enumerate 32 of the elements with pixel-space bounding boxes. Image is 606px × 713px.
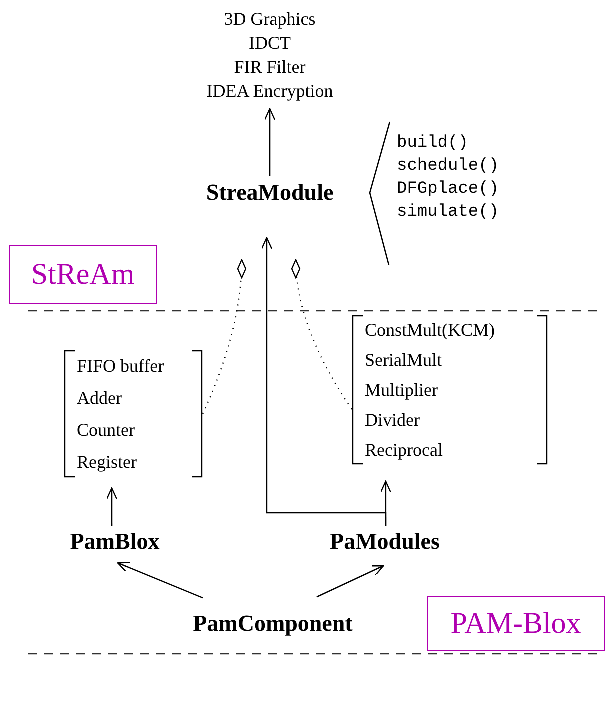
method-name: build() <box>397 133 470 155</box>
module-label: PaModules <box>318 526 452 558</box>
dotted-connector <box>292 259 353 410</box>
list-item: FIFO buffer <box>77 355 164 377</box>
method-name: schedule() <box>397 156 500 178</box>
list-item: Multiplier <box>365 379 438 401</box>
application-name: IDEA Encryption <box>206 80 334 103</box>
list-item: SerialMult <box>365 349 442 371</box>
list-item: Reciprocal <box>365 439 443 461</box>
bracket-list <box>352 315 548 465</box>
layer-tag: StReAm <box>9 245 157 304</box>
arrow <box>316 565 384 598</box>
list-item: ConstMult(KCM) <box>365 319 496 341</box>
list-item: Counter <box>77 419 135 441</box>
module-label: PamComponent <box>185 608 361 640</box>
application-name: FIR Filter <box>234 56 306 79</box>
arrow <box>264 108 276 176</box>
method-name: DFGplace() <box>397 179 500 201</box>
arrow <box>380 480 392 526</box>
list-item: Adder <box>77 387 122 409</box>
layer-tag: PAM-Blox <box>427 596 605 651</box>
application-name: IDCT <box>249 32 291 55</box>
module-label: StreaModule <box>185 176 355 210</box>
arrow <box>117 562 204 599</box>
dotted-connector <box>202 259 246 414</box>
list-item: Divider <box>365 409 420 431</box>
list-item: Register <box>77 451 137 473</box>
application-name: 3D Graphics <box>224 8 316 31</box>
module-label: PamBlox <box>55 526 175 558</box>
bracket-list <box>64 350 203 478</box>
arrow <box>106 488 118 526</box>
method-name: simulate() <box>397 202 500 224</box>
